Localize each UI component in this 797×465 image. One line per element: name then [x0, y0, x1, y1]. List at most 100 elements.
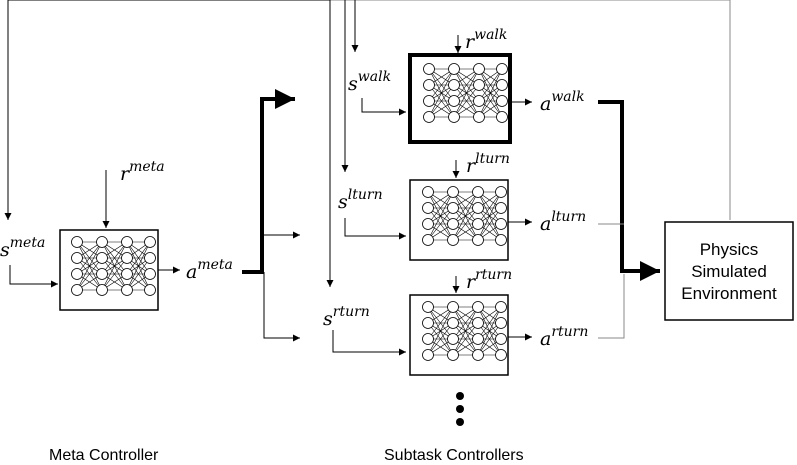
network-node: [495, 349, 507, 361]
network-node: [121, 268, 133, 280]
network-node: [96, 284, 108, 296]
network-node: [96, 252, 108, 264]
network-edge: [452, 191, 479, 225]
network-node: [496, 79, 508, 91]
meta-reward-label: rmeta: [120, 159, 165, 185]
rturn-reward-label: rrturn: [466, 267, 512, 293]
network-edge: [427, 306, 454, 340]
network-node: [422, 317, 434, 329]
network-node: [447, 349, 459, 361]
network-node: [422, 333, 434, 345]
walk-state-label: swalk: [348, 69, 391, 95]
subtask-controllers-caption: Subtask Controllers: [384, 447, 524, 464]
walk-action-label: awalk: [540, 89, 585, 115]
network-node: [496, 95, 508, 107]
network-node: [144, 252, 156, 264]
network-node: [472, 234, 484, 246]
network-edge: [428, 68, 455, 118]
network-node: [422, 234, 434, 246]
environment-line-1: Physics: [700, 240, 759, 259]
network-edge: [427, 322, 454, 356]
network-node: [423, 95, 435, 107]
network-node: [472, 186, 484, 198]
network-edge: [126, 241, 151, 275]
meta-action-label: ameta: [186, 257, 233, 283]
network-node: [121, 284, 133, 296]
meta-controller: smeta rmeta ameta: [0, 159, 233, 311]
lturn-reward-label: rlturn: [466, 151, 510, 177]
network-node: [472, 349, 484, 361]
network-edge: [477, 191, 502, 225]
network-edge: [453, 68, 480, 118]
network-edge: [427, 191, 454, 241]
network-node: [472, 301, 484, 313]
network-node: [71, 236, 83, 248]
network-node: [71, 284, 83, 296]
meta-controller-caption: Meta Controller: [49, 447, 159, 464]
network-edge: [453, 68, 480, 102]
network-node: [422, 301, 434, 313]
network-edge: [101, 257, 128, 291]
network-node: [472, 218, 484, 230]
environment-line-3: Environment: [681, 284, 777, 303]
network-edge: [453, 84, 480, 118]
network-node: [495, 333, 507, 345]
network-edge: [76, 257, 103, 291]
network-node: [495, 301, 507, 313]
network-node: [423, 79, 435, 91]
network-node: [448, 63, 460, 75]
meta-state-label: smeta: [0, 235, 45, 261]
network-edge: [126, 257, 151, 291]
network-node: [496, 63, 508, 75]
subtask-walk: swalk rwalk awalk: [348, 27, 585, 144]
network-edge: [126, 241, 151, 291]
network-edge: [452, 191, 479, 241]
network-node: [447, 186, 459, 198]
network-edge: [452, 306, 479, 340]
network-edge: [477, 306, 502, 356]
network-node: [71, 268, 83, 280]
network-node: [422, 202, 434, 214]
network-edge: [452, 306, 479, 356]
network-edge: [101, 241, 128, 291]
network-node: [447, 234, 459, 246]
rturn-network-icon: [422, 301, 507, 361]
network-edge: [477, 306, 502, 340]
lturn-state-label: slturn: [338, 187, 383, 213]
network-node: [448, 79, 460, 91]
network-node: [96, 236, 108, 248]
network-node: [422, 186, 434, 198]
network-node: [473, 79, 485, 91]
environment-box: Physics Simulated Environment: [664, 221, 794, 321]
network-edge: [101, 241, 128, 275]
network-node: [422, 349, 434, 361]
network-edge: [427, 207, 454, 241]
network-node: [447, 317, 459, 329]
network-node: [473, 63, 485, 75]
network-node: [447, 333, 459, 345]
network-edge: [452, 322, 479, 356]
network-node: [447, 218, 459, 230]
network-node: [472, 202, 484, 214]
feedback-lines: [4, 0, 731, 287]
subtask-lturn: slturn rlturn alturn: [338, 151, 586, 261]
network-node: [423, 111, 435, 123]
network-node: [447, 301, 459, 313]
walk-network-icon: [423, 63, 508, 123]
network-node: [96, 268, 108, 280]
network-edge: [478, 68, 503, 118]
network-node: [472, 317, 484, 329]
network-edge: [427, 191, 454, 225]
network-node: [448, 111, 460, 123]
walk-reward-label: rwalk: [465, 27, 507, 53]
network-edge: [76, 241, 103, 275]
network-node: [495, 234, 507, 246]
subtask-action-routing: [598, 100, 660, 339]
lturn-network-icon: [422, 186, 507, 246]
network-node: [121, 236, 133, 248]
more-subtasks-indicator: ⋮: [456, 392, 464, 426]
network-node: [473, 95, 485, 107]
subtask-rturn: srturn rrturn arturn: [323, 267, 588, 376]
network-edge: [452, 207, 479, 241]
